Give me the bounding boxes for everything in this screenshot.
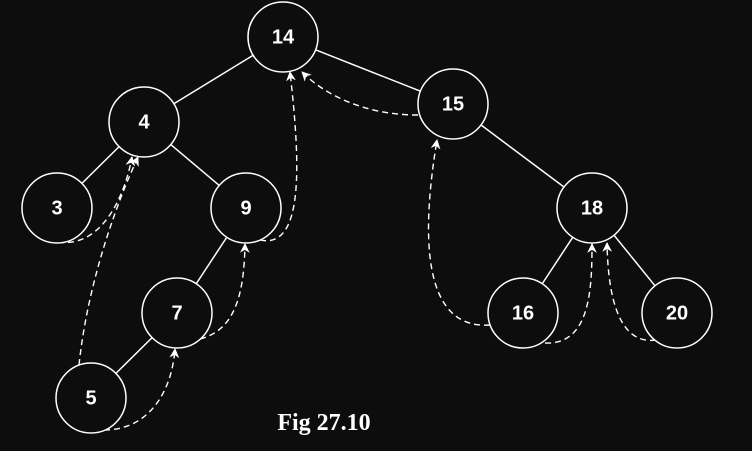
tree-edges [81, 49, 656, 374]
edge-n9-n7 [195, 236, 228, 285]
node-label: 18 [581, 197, 603, 219]
tree-node-18: 18 [556, 172, 628, 244]
edge-n4-n3 [81, 146, 120, 184]
node-circle [417, 68, 489, 140]
node-circle [141, 277, 213, 349]
figure-caption: Fig 27.10 [277, 410, 371, 436]
node-label: 7 [171, 302, 182, 324]
node-label: 16 [512, 302, 534, 324]
node-label: 20 [666, 302, 688, 324]
edge-n15-n18 [480, 124, 565, 188]
tree-node-7: 7 [141, 277, 213, 349]
edge-n14-n15 [315, 49, 421, 92]
thread-n3-n4 [57, 156, 136, 244]
node-circle [556, 172, 628, 244]
thread-n7-n9 [199, 243, 250, 340]
node-circle [247, 1, 319, 73]
edge-n4-n9 [170, 143, 220, 187]
tree-nodes: 14 4 15 3 9 18 7 16 20 5 [21, 1, 713, 434]
thread-links [57, 71, 657, 431]
node-circle [210, 172, 282, 244]
node-circle [55, 362, 127, 434]
tree-node-14: 14 [247, 1, 319, 73]
node-circle [108, 86, 180, 158]
tree-node-16: 16 [487, 277, 559, 349]
thread-n15-n14 [301, 71, 419, 116]
node-circle [641, 277, 713, 349]
tree-node-20: 20 [641, 277, 713, 349]
node-label: 15 [442, 93, 464, 115]
thread-n9-n14 [259, 71, 298, 242]
edge-n14-n4 [173, 54, 254, 105]
node-label: 5 [85, 387, 96, 409]
edge-n7-n5 [115, 337, 153, 374]
node-circle [21, 172, 93, 244]
thread-n5-n4 [78, 156, 139, 366]
node-label: 4 [138, 111, 150, 133]
thread-n16-n18 [544, 243, 597, 344]
node-label: 14 [272, 26, 295, 48]
tree-node-5: 5 [55, 362, 127, 434]
node-circle [487, 277, 559, 349]
node-label: 9 [240, 197, 251, 219]
tree-node-15: 15 [417, 68, 489, 140]
thread-n5-n7 [103, 348, 180, 431]
node-label: 3 [51, 197, 62, 219]
edge-n18-n20 [613, 234, 656, 287]
thread-n20-n18 [602, 242, 657, 341]
edge-n18-n16 [541, 236, 574, 285]
tree-node-9: 9 [210, 172, 282, 244]
tree-node-3: 3 [21, 172, 93, 244]
tree-node-4: 4 [108, 86, 180, 158]
thread-n16-n15 [427, 139, 491, 326]
